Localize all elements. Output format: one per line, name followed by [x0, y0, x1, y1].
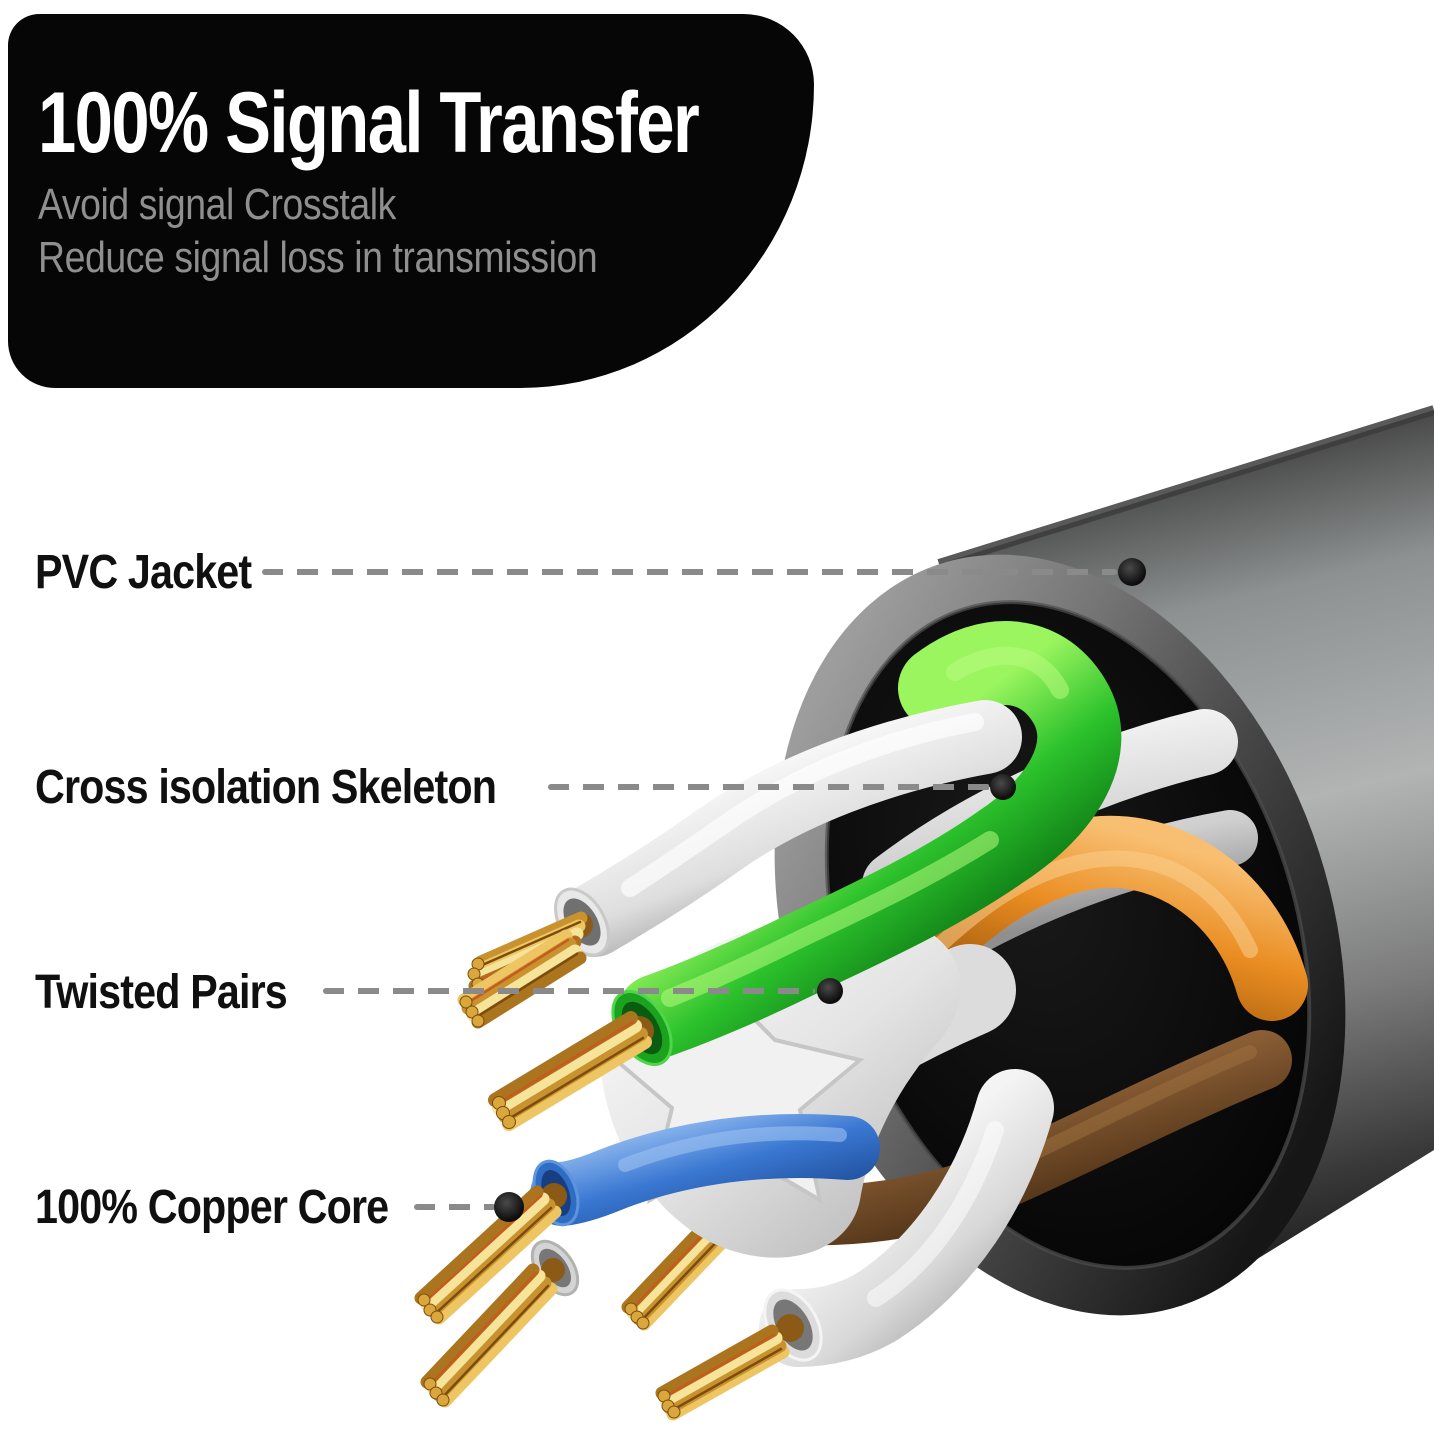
white-wire-bottom-highlight	[867, 1121, 1004, 1307]
callout-dot-pvc-jacket	[1118, 558, 1146, 586]
callout-dot-copper-core	[494, 1192, 524, 1222]
blue-pair	[414, 1114, 880, 1408]
white-wire-bottom-copper-face	[776, 1314, 804, 1342]
callout-label-pvc-jacket: PVC Jacket	[35, 546, 252, 599]
leader-line-twisted-pairs	[323, 988, 815, 994]
blue-wire-highlight	[618, 1126, 847, 1172]
white-wire-bottom	[655, 1069, 1054, 1421]
pvc-jacket-top-edge	[937, 405, 1434, 569]
callout-label-twisted-pairs: Twisted Pairs	[35, 966, 288, 1019]
gray-partner-of-blue	[420, 1239, 580, 1408]
callout-dot-cross-isolation-skeleton	[990, 774, 1016, 800]
promo-subtitle-line-2: Reduce signal loss in transmission	[38, 232, 598, 282]
white-wire-top-highlight	[621, 713, 984, 897]
copper-strands-green	[488, 1011, 652, 1131]
callout-label-cross-isolation-skeleton: Cross isolation Skeleton	[35, 761, 497, 814]
blue-wire-tube	[530, 1114, 880, 1226]
callout-label-copper-core: 100% Copper Core	[35, 1181, 389, 1234]
leader-line-pvc-jacket	[262, 569, 1117, 575]
promo-subtitle-line-1: Avoid signal Crosstalk	[38, 180, 396, 230]
copper-strands-bottom	[655, 1324, 790, 1421]
promo-card: 100% Signal Transfer Avoid signal Crosst…	[8, 14, 814, 388]
green-wire-highlight	[661, 646, 1069, 1007]
orange-wire-highlight	[932, 850, 1258, 958]
promo-title: 100% Signal Transfer	[38, 75, 700, 171]
copper-strands-gray-partner	[420, 1263, 558, 1408]
gray-wire-copper-face	[541, 1258, 565, 1282]
leader-line-copper-core	[414, 1204, 496, 1210]
white-wire-top	[457, 700, 1022, 1029]
callout-dot-twisted-pairs	[817, 978, 843, 1004]
leader-line-cross-isolation-skeleton	[548, 784, 990, 790]
green-wire	[488, 621, 1122, 1131]
